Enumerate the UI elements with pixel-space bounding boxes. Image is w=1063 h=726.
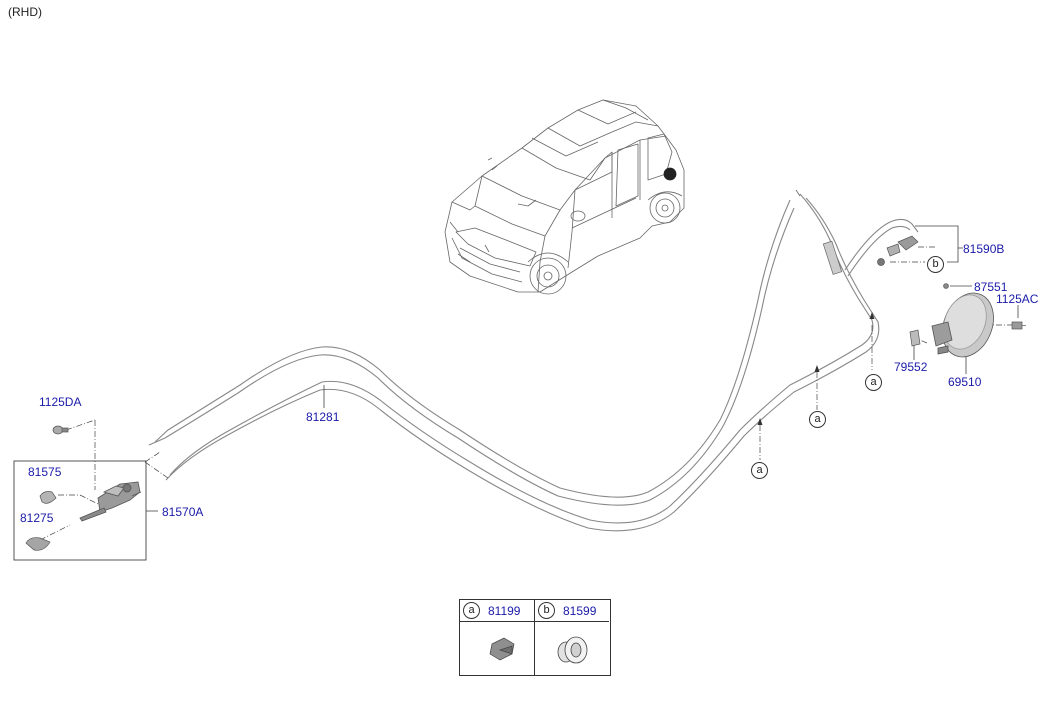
grommet-81599-icon	[557, 636, 588, 664]
leader-arrows	[757, 312, 875, 425]
clip-87551	[943, 283, 949, 289]
legend-head-a: a 81199	[460, 600, 534, 622]
clip-81199-icon	[489, 637, 515, 661]
actuator-group-box	[13, 460, 147, 561]
legend-cell-a: a 81199	[460, 600, 535, 675]
callout-81570A[interactable]: 81570A	[162, 505, 204, 519]
car-illustration	[444, 99, 685, 295]
callout-81590B[interactable]: 81590B	[963, 242, 1005, 256]
callout-1125AC[interactable]: 1125AC	[996, 292, 1039, 306]
marker-a-3: a	[751, 462, 768, 479]
spring-79552	[909, 329, 921, 347]
legend-marker-a: a	[463, 602, 480, 619]
cable-end-81590B	[877, 235, 919, 266]
variant-label: (RHD)	[8, 5, 42, 19]
leader-lines	[39, 246, 1012, 541]
legend-cell-b: b 81599	[535, 600, 609, 675]
bolt-1125AC	[1011, 321, 1026, 330]
release-cables	[148, 193, 919, 532]
callout-79552[interactable]: 79552	[894, 360, 928, 374]
cable-end-top	[795, 189, 801, 197]
marker-a-1: a	[865, 374, 882, 391]
callout-69510[interactable]: 69510	[948, 375, 982, 389]
callout-81575[interactable]: 81575	[28, 465, 62, 479]
legend-head-b: b 81599	[535, 600, 609, 622]
label-leaders	[146, 225, 1019, 512]
bolt-1125DA	[52, 425, 69, 435]
fuel-filler-door-69510	[931, 292, 994, 358]
release-lever-assembly	[79, 481, 142, 522]
callout-1125DA[interactable]: 1125DA	[39, 395, 82, 409]
legend-part-81599[interactable]: 81599	[563, 604, 597, 618]
callout-81275[interactable]: 81275	[20, 511, 54, 525]
legend-table: a 81199 b 81599	[459, 599, 611, 676]
handle-81275	[25, 537, 51, 551]
marker-b: b	[927, 256, 944, 273]
legend-part-81199[interactable]: 81199	[488, 604, 521, 618]
cable-sleeve	[822, 240, 843, 275]
callout-87551[interactable]: 87551	[974, 280, 1008, 294]
cap-81575	[39, 491, 57, 504]
marker-a-2: a	[809, 411, 826, 428]
legend-marker-b: b	[538, 602, 555, 619]
callout-81281[interactable]: 81281	[306, 410, 340, 424]
